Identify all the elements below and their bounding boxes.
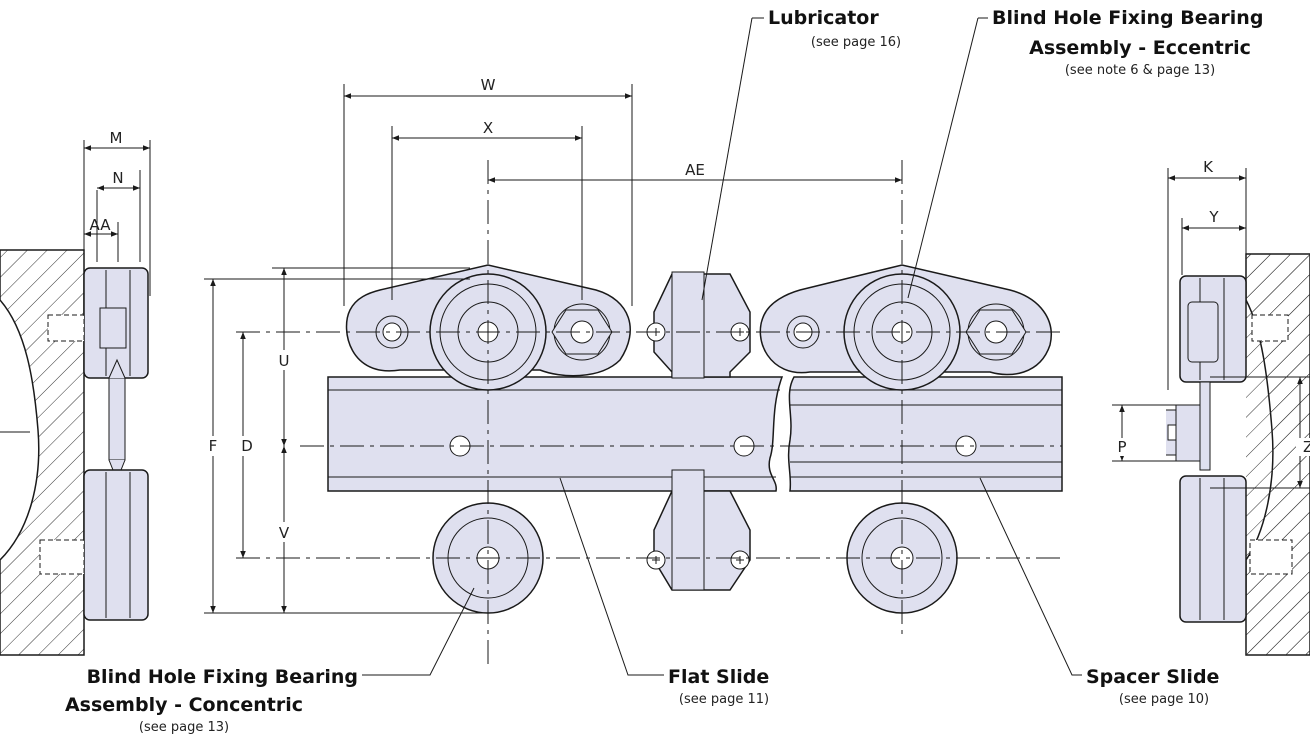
eccentric-title-line1: Blind Hole Fixing Bearing — [992, 7, 1263, 29]
dim-label-k: K — [1203, 158, 1214, 176]
dim-label-w: W — [481, 76, 496, 94]
dim-label-p: P — [1117, 438, 1126, 456]
dim-label-n: N — [112, 169, 123, 187]
dim-label-m: M — [110, 129, 123, 147]
flat-slide-title: Flat Slide — [668, 666, 769, 688]
concentric-title-line1: Blind Hole Fixing Bearing — [87, 666, 358, 688]
dim-label-z: Z — [1303, 438, 1310, 456]
concentric-sub: (see page 13) — [139, 720, 229, 735]
eccentric-sub: (see note 6 & page 13) — [1065, 63, 1215, 78]
callout-lubricator: Lubricator (see page 16) — [701, 7, 901, 301]
left-side-view: M N AA — [0, 129, 151, 656]
eccentric-title-line2: Assembly - Eccentric — [1029, 37, 1251, 59]
spacer-slide — [787, 376, 1063, 492]
main-view: W X AE F D U V — [203, 76, 1063, 668]
left-bottom-bearing — [83, 469, 149, 621]
dim-label-f: F — [209, 437, 218, 455]
dim-label-u: U — [279, 352, 290, 370]
spacer-slide-sub: (see page 10) — [1119, 692, 1209, 707]
right-side-view: K Y P Z — [1112, 158, 1310, 656]
spacer-slide-title: Spacer Slide — [1086, 666, 1219, 688]
callout-spacer-slide: Spacer Slide (see page 10) — [979, 477, 1219, 707]
callout-flat-slide: Flat Slide (see page 11) — [559, 477, 769, 707]
flat-slide-sub: (see page 11) — [679, 692, 769, 707]
lubricator-title: Lubricator — [768, 7, 879, 29]
left-mounting-surface — [0, 249, 85, 656]
concentric-title-line2: Assembly - Concentric — [65, 694, 303, 716]
callout-eccentric: Blind Hole Fixing Bearing Assembly - Ecc… — [907, 7, 1263, 299]
dim-label-d: D — [241, 437, 253, 455]
callout-concentric: Blind Hole Fixing Bearing Assembly - Con… — [65, 587, 475, 735]
flat-slide — [327, 376, 784, 492]
left-slide-edge — [108, 377, 126, 461]
dim-label-x: X — [483, 119, 493, 137]
right-bottom-bearing — [1179, 475, 1247, 623]
left-top-stud — [99, 307, 127, 349]
dim-label-v: V — [279, 524, 290, 542]
dim-label-aa: AA — [90, 216, 112, 234]
dim-label-ae: AE — [685, 161, 705, 179]
dim-label-y: Y — [1208, 208, 1219, 226]
lubricator-sub: (see page 16) — [811, 35, 901, 50]
